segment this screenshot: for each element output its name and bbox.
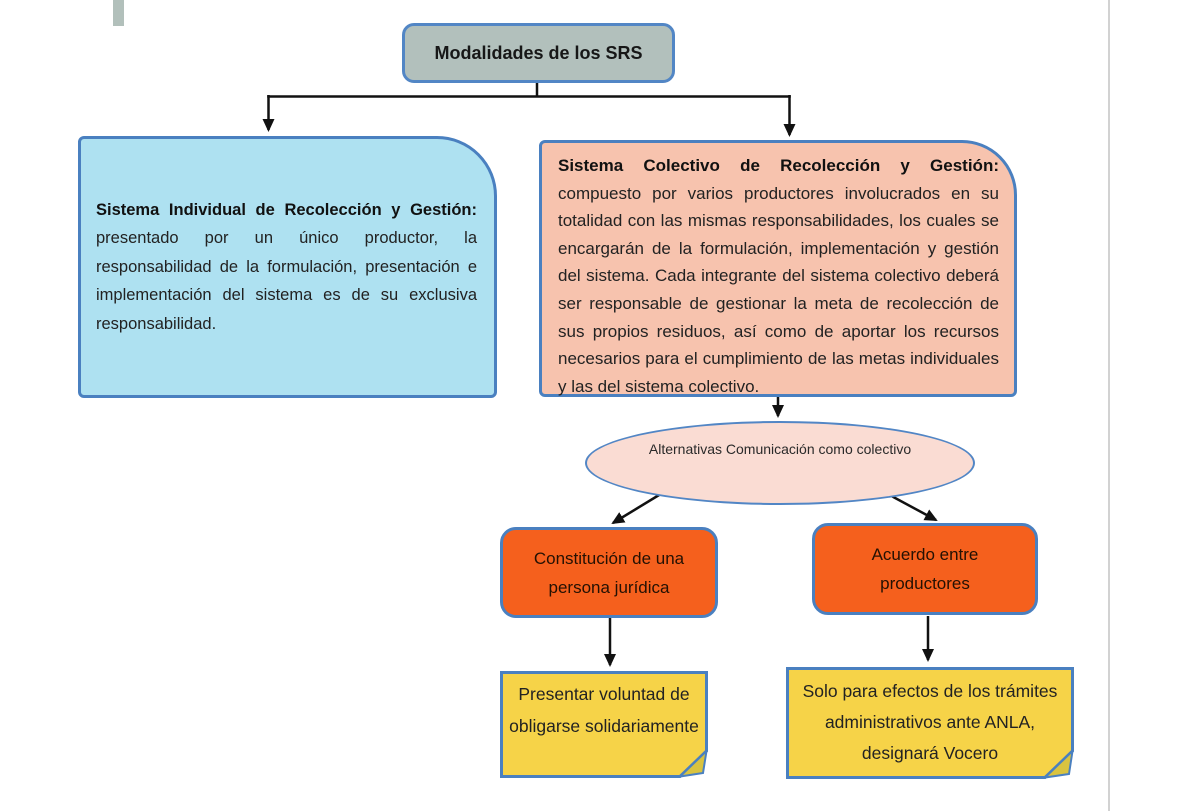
arrow-ellipse-to-persona-juridica [611, 490, 665, 525]
note-acuerdo-shape [786, 667, 1074, 779]
title-label: Modalidades de los SRS [434, 42, 643, 63]
individual-system-body: presentado por un único productor, la re… [96, 229, 477, 333]
page-top-decor-bar [113, 0, 124, 26]
note-persona-juridica-fold [677, 748, 708, 778]
note-persona-juridica-shape [500, 671, 708, 778]
alternatives-label: Alternativas Comunicación como colectivo [648, 441, 912, 457]
collective-system-body: compuesto por varios productores involuc… [558, 183, 999, 396]
option-acuerdo-box: Acuerdo entre productores [812, 523, 1038, 615]
option-acuerdo-label: Acuerdo entre productores [871, 545, 979, 593]
option-persona-juridica-box: Constitución de una persona jurídica [500, 527, 718, 618]
alternatives-ellipse: Alternativas Comunicación como colectivo [585, 421, 975, 505]
title-box: Modalidades de los SRS [402, 23, 675, 83]
collective-system-text: Sistema Colectivo de Recolección y Gesti… [558, 152, 999, 400]
note-acuerdo-fold [1042, 748, 1074, 779]
individual-system-heading: Sistema Individual de Recolección y Gest… [96, 200, 477, 219]
note-acuerdo-label: Solo para efectos de los trámites admini… [802, 681, 1058, 763]
option-persona-juridica-label: Constitución de una persona jurídica [533, 548, 685, 597]
page-edge-line [1108, 0, 1110, 811]
collective-system-heading: Sistema Colectivo de Recolección y Gesti… [558, 156, 999, 175]
note-persona-juridica-label: Presentar voluntad de obligarse solidari… [509, 684, 699, 736]
collective-system-box: Sistema Colectivo de Recolección y Gesti… [539, 140, 1017, 397]
individual-system-text: Sistema Individual de Recolección y Gest… [96, 196, 477, 339]
individual-system-box: Sistema Individual de Recolección y Gest… [78, 136, 497, 398]
